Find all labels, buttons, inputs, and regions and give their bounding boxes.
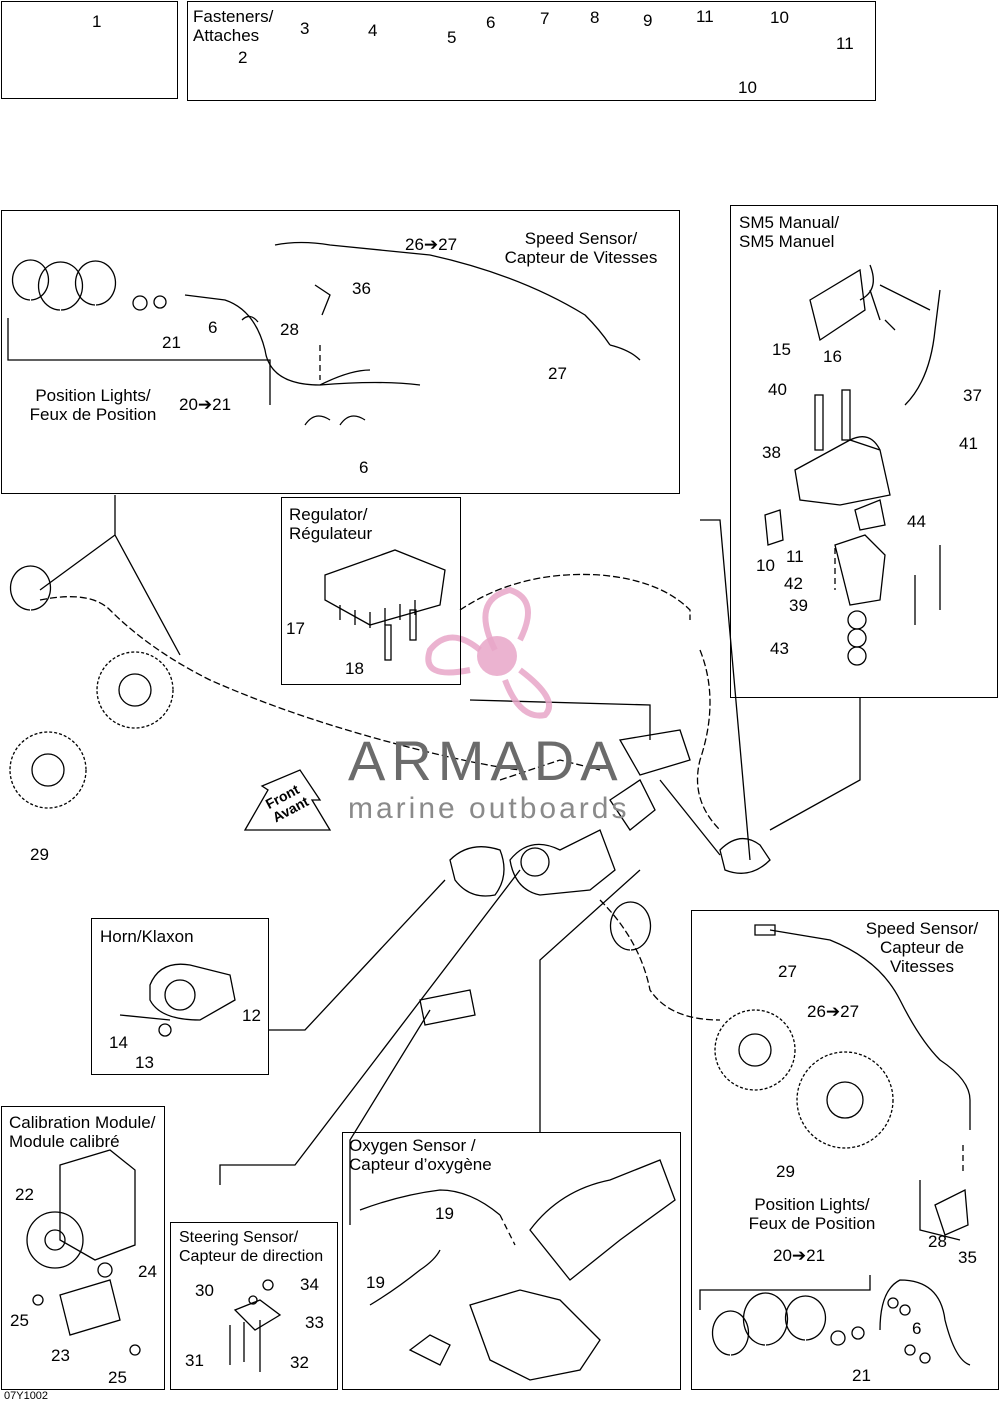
front-speed-sensor-panel: Speed Sensor/ Capteur de Vitesses Positi… bbox=[1, 210, 680, 494]
callout-24: 24 bbox=[138, 1262, 157, 1281]
fasteners-title: Fasteners/ Attaches bbox=[193, 7, 274, 45]
callout-41: 41 bbox=[959, 434, 978, 453]
callout-30: 30 bbox=[195, 1281, 214, 1300]
callout-44: 44 bbox=[907, 512, 926, 531]
callout-14: 14 bbox=[109, 1033, 128, 1052]
horn-title: Horn/Klaxon bbox=[100, 927, 194, 946]
callout-20-21-rear: 20➔21 bbox=[773, 1246, 826, 1265]
front-position-lights-title: Position Lights/ Feux de Position bbox=[29, 386, 157, 424]
rear-speed-sensor-title: Speed Sensor/ Capteur de Vitesses bbox=[865, 919, 979, 976]
callout-36: 36 bbox=[352, 279, 371, 298]
callout-6: 6 bbox=[486, 13, 496, 32]
callout-11-sm5: 11 bbox=[786, 547, 804, 566]
steering-title: Steering Sensor/ Capteur de direction bbox=[179, 1229, 324, 1265]
oxygen-title: Oxygen Sensor / Capteur d’oxygène bbox=[349, 1136, 492, 1174]
horn-panel: Horn/Klaxon bbox=[91, 918, 269, 1075]
callout-19a: 19 bbox=[435, 1204, 454, 1223]
sealant-tube-panel bbox=[1, 1, 178, 99]
callout-21-front: 21 bbox=[162, 333, 181, 352]
callout-5: 5 bbox=[447, 28, 457, 47]
callout-10b: 10 bbox=[770, 8, 789, 27]
callout-42: 42 bbox=[784, 574, 803, 593]
callout-40: 40 bbox=[768, 380, 787, 399]
callout-21-rear: 21 bbox=[852, 1366, 871, 1385]
regulator-title: Regulator/ Régulateur bbox=[289, 505, 373, 543]
callout-4: 4 bbox=[368, 21, 378, 40]
calibration-title: Calibration Module/ Module calibré bbox=[9, 1113, 156, 1151]
callout-16: 16 bbox=[823, 347, 842, 366]
callout-10-sm5: 10 bbox=[756, 556, 775, 575]
sm5-title: SM5 Manual/ SM5 Manuel bbox=[739, 213, 840, 251]
callout-10a: 10 bbox=[738, 78, 757, 97]
front-speed-sensor-title: Speed Sensor/ Capteur de Vitesses bbox=[504, 229, 658, 267]
callout-26-27-rear: 26➔27 bbox=[807, 1002, 860, 1021]
callout-28-front: 28 bbox=[280, 320, 299, 339]
callout-17: 17 bbox=[286, 619, 305, 638]
callout-29-left: 29 bbox=[30, 845, 49, 864]
watermark-tagline: marine outboards bbox=[348, 792, 630, 825]
callout-11a: 11 bbox=[696, 7, 714, 26]
callout-6-front-b: 6 bbox=[359, 458, 369, 477]
callout-12: 12 bbox=[242, 1006, 261, 1025]
callout-38: 38 bbox=[762, 443, 781, 462]
callout-9: 9 bbox=[643, 11, 653, 30]
figure-code: 07Y1002 bbox=[4, 1390, 49, 1402]
callout-23: 23 bbox=[51, 1346, 70, 1365]
callout-27-rear: 27 bbox=[778, 962, 797, 981]
callout-11b: 11 bbox=[836, 34, 854, 53]
callout-6-front-a: 6 bbox=[208, 318, 218, 337]
callout-22: 22 bbox=[15, 1185, 34, 1204]
callout-19b: 19 bbox=[366, 1273, 385, 1292]
callout-34: 34 bbox=[300, 1275, 319, 1294]
calibration-module-panel: Calibration Module/ Module calibré bbox=[1, 1106, 165, 1390]
callout-3: 3 bbox=[300, 19, 310, 38]
callout-25a: 25 bbox=[10, 1311, 29, 1330]
callout-26-27-front: 26➔27 bbox=[405, 235, 458, 254]
callout-28-rear: 28 bbox=[928, 1232, 947, 1251]
callout-15: 15 bbox=[772, 340, 791, 359]
callout-27-front: 27 bbox=[548, 364, 567, 383]
callout-29-rear: 29 bbox=[776, 1162, 795, 1181]
callout-25b: 25 bbox=[108, 1368, 127, 1387]
callout-8: 8 bbox=[590, 8, 600, 27]
callout-18: 18 bbox=[345, 659, 364, 678]
callout-2: 2 bbox=[238, 48, 248, 67]
sm5-manual-panel: SM5 Manual/ SM5 Manuel bbox=[730, 205, 998, 698]
callout-13: 13 bbox=[135, 1053, 154, 1072]
regulator-panel: Regulator/ Régulateur bbox=[281, 497, 461, 685]
callout-31: 31 bbox=[185, 1351, 204, 1370]
callout-35: 35 bbox=[958, 1248, 977, 1267]
callout-39: 39 bbox=[789, 596, 808, 615]
oxygen-sensor-panel: Oxygen Sensor / Capteur d’oxygène bbox=[342, 1132, 681, 1390]
callout-32: 32 bbox=[290, 1353, 309, 1372]
callout-1: 1 bbox=[92, 12, 102, 31]
callout-37: 37 bbox=[963, 386, 982, 405]
callout-33: 33 bbox=[305, 1313, 324, 1332]
callout-7: 7 bbox=[540, 9, 550, 28]
rear-speed-sensor-panel: Speed Sensor/ Capteur de Vitesses Positi… bbox=[691, 910, 999, 1390]
steering-sensor-panel: Steering Sensor/ Capteur de direction bbox=[170, 1222, 338, 1390]
fasteners-panel: Fasteners/ Attaches bbox=[187, 1, 876, 101]
callout-20-21-front: 20➔21 bbox=[179, 395, 232, 414]
callout-6-rear: 6 bbox=[912, 1319, 922, 1338]
rear-position-lights-title: Position Lights/ Feux de Position bbox=[748, 1195, 876, 1233]
watermark-brand: ARMADA bbox=[348, 729, 624, 792]
callout-43: 43 bbox=[770, 639, 789, 658]
